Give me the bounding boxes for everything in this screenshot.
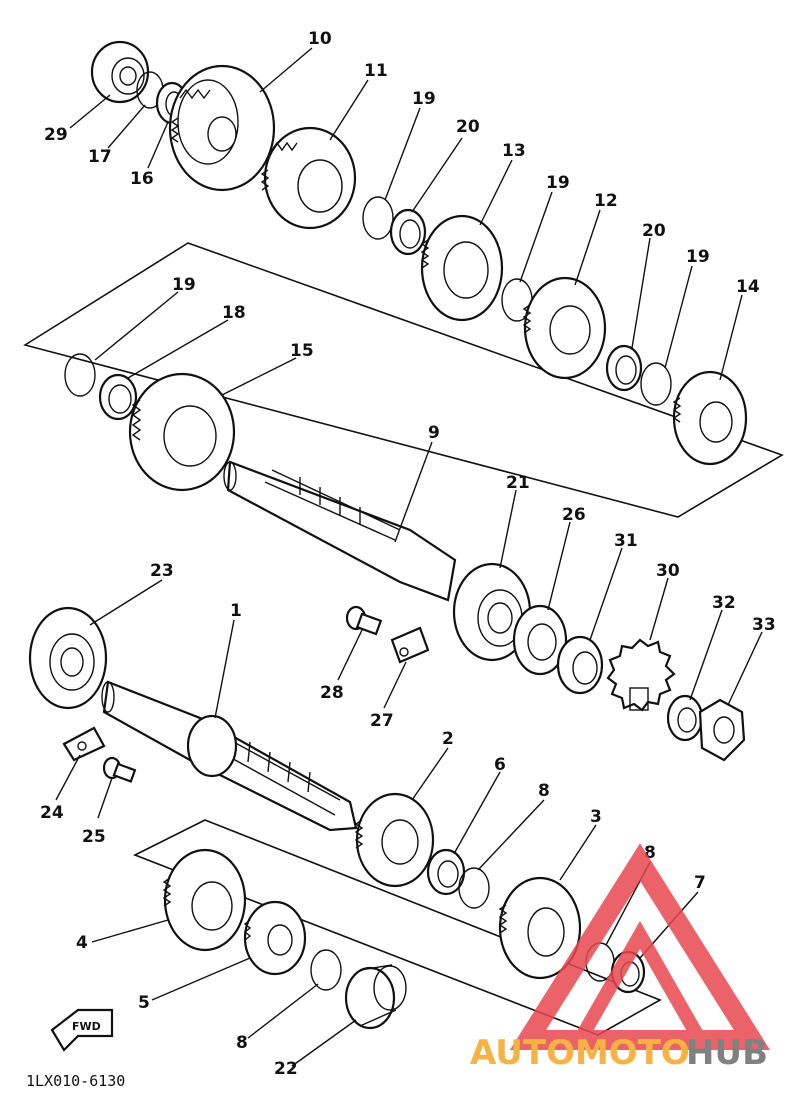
watermark-triangle-icon	[509, 843, 771, 1050]
callout-33: 33	[752, 615, 776, 635]
upper-group-outline	[23, 242, 784, 518]
callout-2: 2	[442, 729, 454, 749]
callout-25: 25	[82, 827, 106, 847]
callout-8: 8	[236, 1033, 248, 1053]
callout-1: 1	[230, 601, 242, 621]
part-30-drive-sprocket	[606, 638, 676, 712]
callout-8: 8	[644, 843, 656, 863]
part-12-gear	[522, 276, 607, 380]
callout-labels: 29 17 16 10 11 19 20 13 19 12 20 19 14 1…	[40, 29, 776, 1079]
drawing-code: 1LX010-6130	[26, 1072, 125, 1090]
callout-18: 18	[222, 303, 246, 323]
part-9-main-shaft	[223, 460, 457, 602]
callout-30: 30	[656, 561, 680, 581]
callout-28: 28	[320, 683, 344, 703]
callout-19: 19	[172, 275, 196, 295]
part-8-circlip-a	[458, 867, 490, 909]
part-20-washer-a	[389, 208, 427, 256]
part-19-circlip-c	[640, 362, 672, 406]
callout-15: 15	[290, 341, 314, 361]
part-32-lock-washer	[666, 694, 704, 742]
callout-19: 19	[686, 247, 710, 267]
part-27-plate	[390, 626, 430, 664]
callout-4: 4	[76, 933, 88, 953]
part-10-gear	[168, 64, 276, 192]
callout-23: 23	[150, 561, 174, 581]
callout-19: 19	[546, 173, 570, 193]
part-29-bearing	[90, 40, 150, 104]
callout-26: 26	[562, 505, 586, 525]
part-22-bearing	[344, 964, 407, 1030]
part-1-drive-shaft	[101, 680, 358, 832]
callout-11: 11	[364, 61, 388, 81]
part-20-washer-b	[605, 344, 643, 392]
callout-6: 6	[494, 755, 506, 775]
part-6-washer	[426, 848, 466, 896]
lower-group-outline	[133, 819, 662, 1036]
part-13-gear	[420, 214, 504, 322]
svg-text:FWD: FWD	[72, 1020, 101, 1033]
part-28-bolt	[345, 605, 383, 636]
part-2-gear	[354, 792, 435, 888]
part-11-gear	[260, 126, 357, 230]
part-23-bearing	[28, 606, 108, 710]
leader-lines	[55, 47, 763, 1067]
watermark-text-hub: HUB	[686, 1033, 768, 1073]
automotohub-logo: AUTOMOTO HUB	[470, 843, 771, 1073]
part-21-bearing	[452, 562, 532, 662]
callout-20: 20	[456, 117, 480, 137]
callout-8: 8	[538, 781, 550, 801]
part-19-circlip-a	[362, 196, 394, 240]
callout-32: 32	[712, 593, 736, 613]
part-14-gear	[672, 370, 748, 466]
callout-29: 29	[44, 125, 68, 145]
callout-21: 21	[506, 473, 530, 493]
part-31-spacer	[556, 635, 604, 695]
callout-22: 22	[274, 1059, 298, 1079]
fwd-arrow-icon: FWD	[50, 1008, 114, 1052]
callout-17: 17	[88, 147, 112, 167]
callout-27: 27	[370, 711, 394, 731]
callout-31: 31	[614, 531, 638, 551]
callout-7: 7	[694, 873, 706, 893]
part-26-collar	[512, 604, 568, 676]
callout-9: 9	[428, 423, 440, 443]
callout-19: 19	[412, 89, 436, 109]
callout-3: 3	[590, 807, 602, 827]
part-25-screw	[102, 756, 137, 783]
part-4-gear	[162, 848, 247, 952]
part-5-gear	[243, 900, 307, 976]
callout-10: 10	[308, 29, 332, 49]
part-24-plate	[62, 726, 106, 762]
part-8-circlip-c	[310, 949, 342, 991]
callout-14: 14	[736, 277, 760, 297]
part-15-gear	[128, 372, 236, 492]
part-3-gear	[498, 876, 582, 980]
callout-12: 12	[594, 191, 618, 211]
callout-24: 24	[40, 803, 64, 823]
part-18-washer	[98, 373, 138, 421]
callout-20: 20	[642, 221, 666, 241]
callout-13: 13	[502, 141, 526, 161]
watermark-text-automoto: AUTOMOTO	[470, 1033, 690, 1073]
part-33-nut	[698, 698, 746, 762]
callout-16: 16	[130, 169, 154, 189]
part-19-circlip-d	[64, 353, 96, 397]
callout-5: 5	[138, 993, 150, 1013]
